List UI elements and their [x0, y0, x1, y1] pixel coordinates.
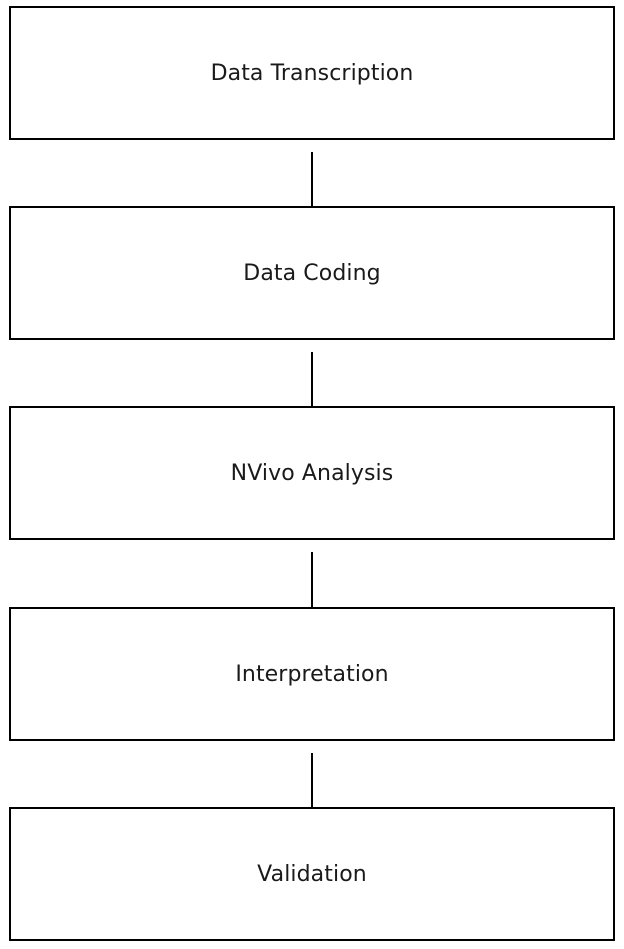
step-label: Interpretation	[235, 661, 389, 687]
step-box-validation: Validation	[9, 807, 615, 941]
step-box-data-coding: Data Coding	[9, 206, 615, 340]
step-label: Validation	[257, 861, 367, 887]
step-label: Data Coding	[243, 260, 381, 286]
step-box-data-transcription: Data Transcription	[9, 6, 615, 140]
step-label: NVivo Analysis	[230, 460, 394, 486]
step-label: Data Transcription	[210, 60, 414, 86]
step-box-interpretation: Interpretation	[9, 607, 615, 741]
step-box-nvivo-analysis: NVivo Analysis	[9, 406, 615, 540]
connector-line	[311, 552, 313, 607]
connector-line	[311, 352, 313, 407]
connector-line	[311, 152, 313, 207]
connector-line	[311, 753, 313, 808]
